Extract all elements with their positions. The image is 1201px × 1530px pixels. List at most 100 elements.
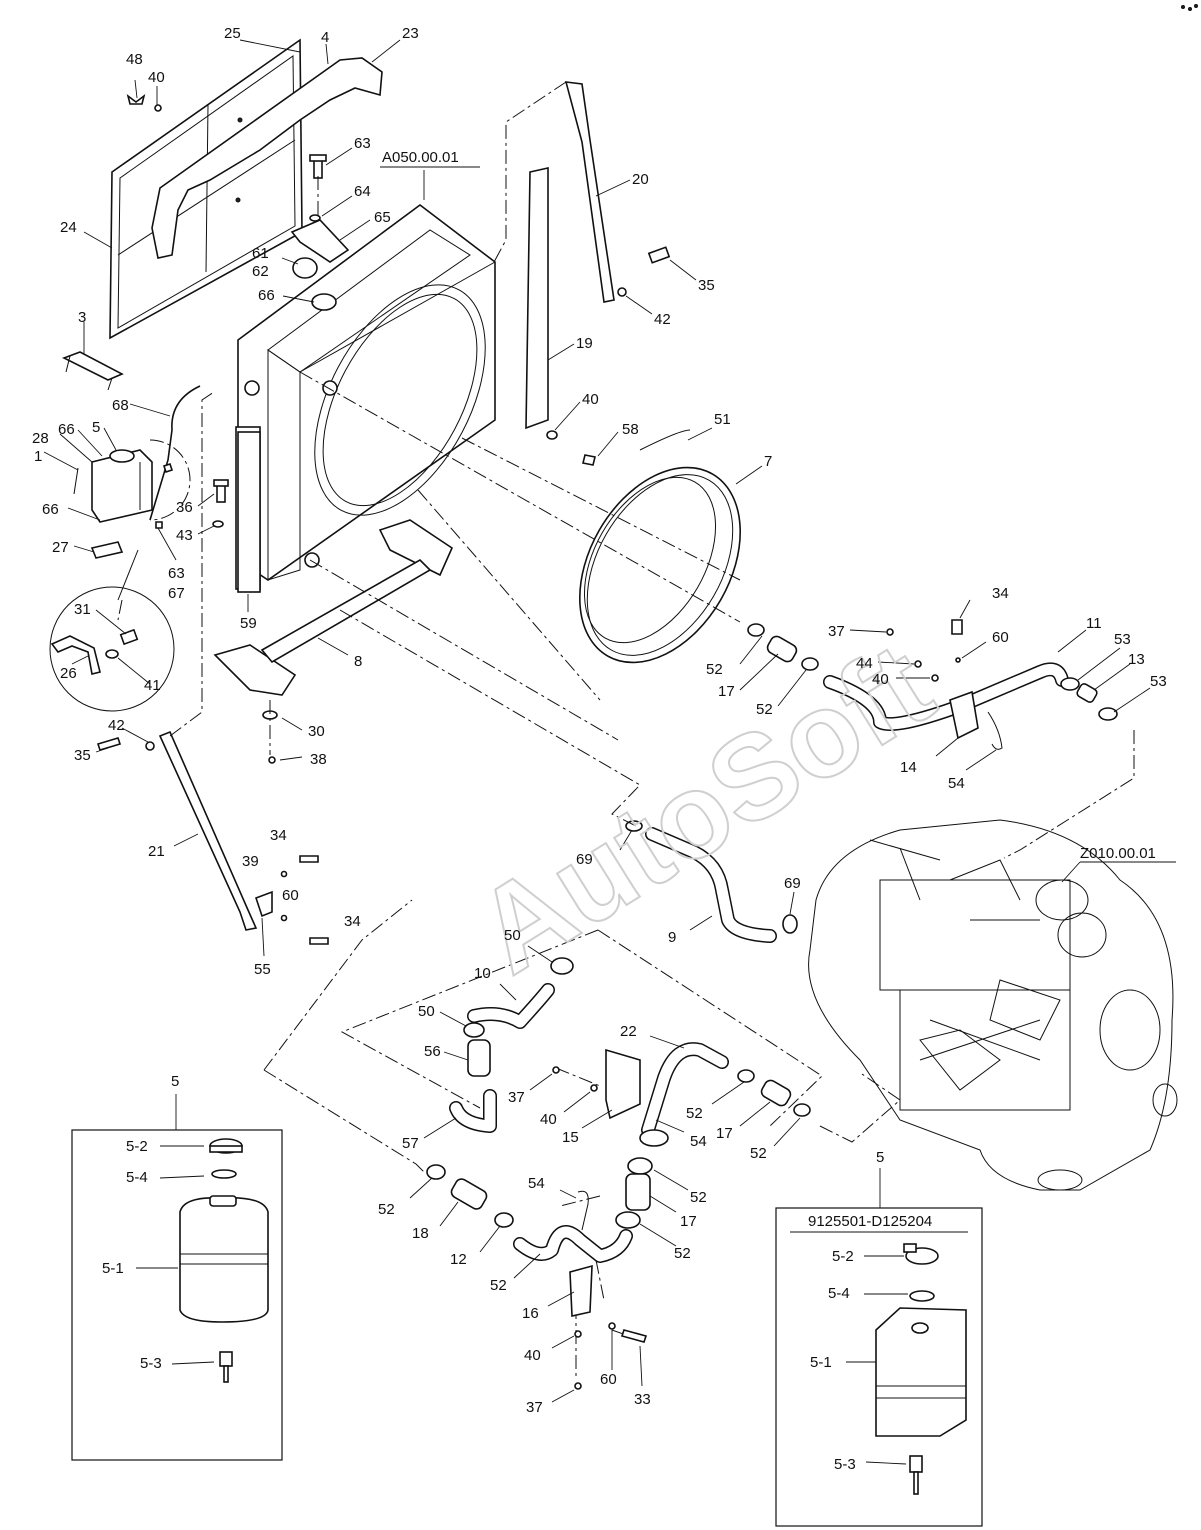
callout: 3 [78, 309, 86, 326]
fan-shroud-7 [579, 427, 763, 664]
callout: 57 [402, 1135, 419, 1152]
callout: 22 [620, 1023, 637, 1040]
callout: 10 [474, 965, 491, 982]
callout: 61 [252, 245, 269, 262]
callout: 64 [354, 183, 371, 200]
callout: 37 [526, 1399, 543, 1416]
hose-9 [619, 820, 798, 943]
callout: 12 [450, 1251, 467, 1268]
callout: 34 [344, 913, 361, 930]
callout: 40 [872, 671, 889, 688]
pipe-12-assembly [409, 1164, 648, 1403]
callout: 40 [524, 1347, 541, 1364]
grille-screen-assembly [83, 38, 401, 340]
kit-right-label: 5-4 [828, 1285, 850, 1302]
callout: 51 [714, 411, 731, 428]
callout: 54 [690, 1133, 707, 1150]
callout: 65 [374, 209, 391, 226]
ref-radiator: A050.00.01 [382, 149, 459, 166]
callout: 52 [706, 661, 723, 678]
stay-rod-20 [493, 81, 697, 315]
callout: 60 [600, 1371, 617, 1388]
callout: 17 [716, 1125, 733, 1142]
callout: 63 [168, 565, 185, 582]
callout: 13 [1128, 651, 1145, 668]
bracket-3 [62, 322, 124, 391]
callout: 53 [1114, 631, 1131, 648]
kit-left-label: 5-3 [140, 1355, 162, 1372]
seal-59 [237, 431, 261, 612]
callout: 69 [576, 851, 593, 868]
callout: 48 [126, 51, 143, 68]
callout: 44 [856, 655, 873, 672]
callout: 31 [74, 601, 91, 618]
callout: 5 [92, 419, 100, 436]
callout: 52 [756, 701, 773, 718]
callout: 39 [242, 853, 259, 870]
callout: 66 [258, 287, 275, 304]
callout: 52 [690, 1189, 707, 1206]
callout: 35 [698, 277, 715, 294]
callout: 27 [52, 539, 69, 556]
hose-10-assembly [423, 945, 574, 1139]
kit-right-label: 5-2 [832, 1248, 854, 1265]
callout: 43 [176, 527, 193, 544]
callout: 15 [562, 1129, 579, 1146]
callout: 18 [412, 1225, 429, 1242]
mounting-frame-8 [213, 519, 454, 764]
callout: 25 [224, 25, 241, 42]
callout: 53 [1150, 673, 1167, 690]
callout: 52 [750, 1145, 767, 1162]
callout: 54 [948, 775, 965, 792]
callout: 54 [528, 1175, 545, 1192]
kit-left-label: 5-1 [102, 1260, 124, 1277]
callout: 55 [254, 961, 271, 978]
callout: 37 [508, 1089, 525, 1106]
callout: 14 [900, 759, 917, 776]
filler-neck-assembly [281, 147, 371, 311]
callout: 37 [828, 623, 845, 640]
callout: 58 [622, 421, 639, 438]
reference-lines [117, 371, 901, 1380]
pipe-22-assembly [529, 1035, 811, 1247]
callout: 23 [402, 25, 419, 42]
kit-right-label: 5-1 [810, 1354, 832, 1371]
callout: 17 [680, 1213, 697, 1230]
ref-alt-serial: 9125501-D125204 [808, 1213, 932, 1230]
callout: 20 [632, 171, 649, 188]
callout: 62 [252, 263, 269, 280]
callout: 52 [378, 1201, 395, 1218]
callout: 68 [112, 397, 129, 414]
callout: 17 [718, 683, 735, 700]
callout: 66 [42, 501, 59, 518]
callout: 28 [32, 430, 49, 447]
kit-left-label: 5-2 [126, 1138, 148, 1155]
callout: 52 [674, 1245, 691, 1262]
side-seal-19 [525, 167, 619, 466]
stay-rod-21 [95, 391, 329, 957]
corner-mark [1181, 4, 1198, 11]
callout: 41 [144, 677, 161, 694]
kit-left-title: 5 [171, 1073, 179, 1090]
kit-box-right [775, 1168, 983, 1527]
callout: 21 [148, 843, 165, 860]
detail-bracket-26 [49, 586, 175, 712]
callout: 60 [992, 629, 1009, 646]
callout: 40 [540, 1111, 557, 1128]
callout: 40 [148, 69, 165, 86]
callout: 50 [418, 1003, 435, 1020]
callout: 69 [784, 875, 801, 892]
kit-right-title: 5 [876, 1149, 884, 1166]
callout: 35 [74, 747, 91, 764]
expansion-tank-assembly [43, 385, 201, 601]
callout: 50 [504, 927, 521, 944]
callout: 63 [354, 135, 371, 152]
callout: 34 [270, 827, 287, 844]
bolt-36-washer-43 [197, 479, 229, 535]
callout: 24 [60, 219, 77, 236]
callout: 40 [582, 391, 599, 408]
ref-engine: Z010.00.01 [1080, 845, 1156, 862]
pipe-11-assembly [739, 599, 1151, 771]
callout: 26 [60, 665, 77, 682]
callout: 16 [522, 1305, 539, 1322]
